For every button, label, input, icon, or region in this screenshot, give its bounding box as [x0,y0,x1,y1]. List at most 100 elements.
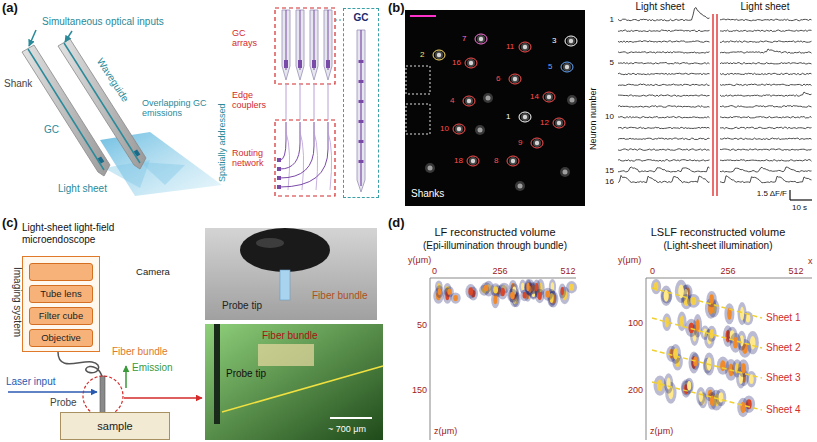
cell-blob [483,93,493,103]
photo-label: Probe tip [226,368,266,380]
shank-region [406,104,430,134]
sheet-plane-line [652,318,762,348]
photo-fluorescence [205,324,383,440]
signal-halo [465,284,476,299]
signal-spot [680,316,684,328]
waveguide-line [314,84,315,120]
routing-waveguide [300,132,304,190]
shank-region [406,66,430,94]
cell-blob [547,95,551,99]
cell-blob [555,119,563,127]
callout-label: Shank [4,78,32,90]
routing-waveguide [280,122,286,160]
signal-spot [526,283,529,292]
cell-blob [533,139,541,147]
shank-outline [310,10,318,80]
neuron-id: 14 [530,92,539,101]
condition-label: Light sheet [741,1,790,13]
calcium-trace [618,116,710,118]
cell-blob [521,43,529,51]
neuron-roi [543,92,555,102]
calcium-trace [720,30,812,32]
axis-tick: 5 [610,58,614,67]
sheet-plane-line [652,350,762,378]
calcium-trace [720,49,812,53]
calcium-trace [720,84,812,86]
calcium-trace [720,167,812,172]
signal-spot [740,402,745,413]
calcium-trace [720,73,812,75]
callout-label: Edge couplers [232,90,272,111]
cell-blob [567,95,577,105]
cell-blob [467,99,471,103]
calcium-trace [618,41,710,43]
cell-blob [563,63,571,71]
zoom-circle [83,376,123,416]
calcium-trace [618,73,710,75]
cell-blob [545,93,553,101]
signal-halo [693,314,702,337]
cell-blob [563,170,568,175]
grating-coupler [312,60,316,68]
signal-halo [507,289,517,303]
signal-halo [490,283,501,296]
calcium-trace [720,106,812,108]
sheet-label: Sheet 3 [766,372,800,384]
probe-tip-photo [214,324,220,424]
routing-waveguide [314,132,318,190]
edge-coupler [277,158,281,162]
signal-halo [737,398,749,417]
callout-label: Simultaneous optical inputs [42,16,164,28]
cell-blob [560,167,570,177]
neuron-id: 8 [494,156,498,165]
neuron-roi [433,50,445,60]
signal-halo [707,392,716,410]
signal-spot [720,360,726,371]
probe-tip-photo [280,270,290,300]
edge-coupler [277,176,281,180]
node-text: Filter cube [39,311,83,322]
image-background [405,10,585,206]
grating-coupler [298,60,302,68]
probe-holder [256,238,284,248]
axis-line [430,278,576,279]
signal-halo [675,280,688,303]
cell-blob [479,37,483,41]
axis-tick: 15 [605,166,614,175]
calcium-trace [618,84,710,86]
signal-spot [561,287,564,295]
grating-coupler [359,100,364,103]
condition-label: Light sheet [636,1,685,13]
cell-blob [457,127,461,131]
calcium-trace [618,175,710,182]
neuron-id: 2 [420,50,424,59]
signal-spot [733,337,738,349]
volume-renders [430,278,812,440]
plot-title: (Epi-illumination through bundle) [423,240,567,252]
panel-letter: (c) [2,216,18,231]
routing-waveguide [328,132,332,190]
axis-title: z(μm) [434,426,457,436]
cell-blob [455,125,463,133]
calcium-traces [618,8,812,200]
scale-label: ~ 700 μm [328,424,366,434]
axis-tick: 512 [560,266,575,276]
signal-halo [481,282,491,293]
signal-spot [545,291,550,298]
optics-component-box: Tube lens [29,285,93,303]
sheet-label: Sheet 1 [766,312,800,324]
zoom-connector [335,20,343,21]
axis-line [646,278,647,440]
signal-spot [438,288,442,295]
photo-probe [205,228,377,320]
imaging-system-box: CameraTube lensFilter cubeObjectiveImagi… [22,256,100,352]
signal-halo [685,378,694,394]
sheet-plane-line [652,288,762,318]
signal-halo [687,294,700,308]
signal-spot [447,289,451,295]
calcium-trace [618,52,710,54]
waveguide-line [64,43,140,163]
axis-title: Neuron number [588,87,598,150]
neuron-id: 4 [450,96,454,105]
cell-blob [535,141,539,145]
